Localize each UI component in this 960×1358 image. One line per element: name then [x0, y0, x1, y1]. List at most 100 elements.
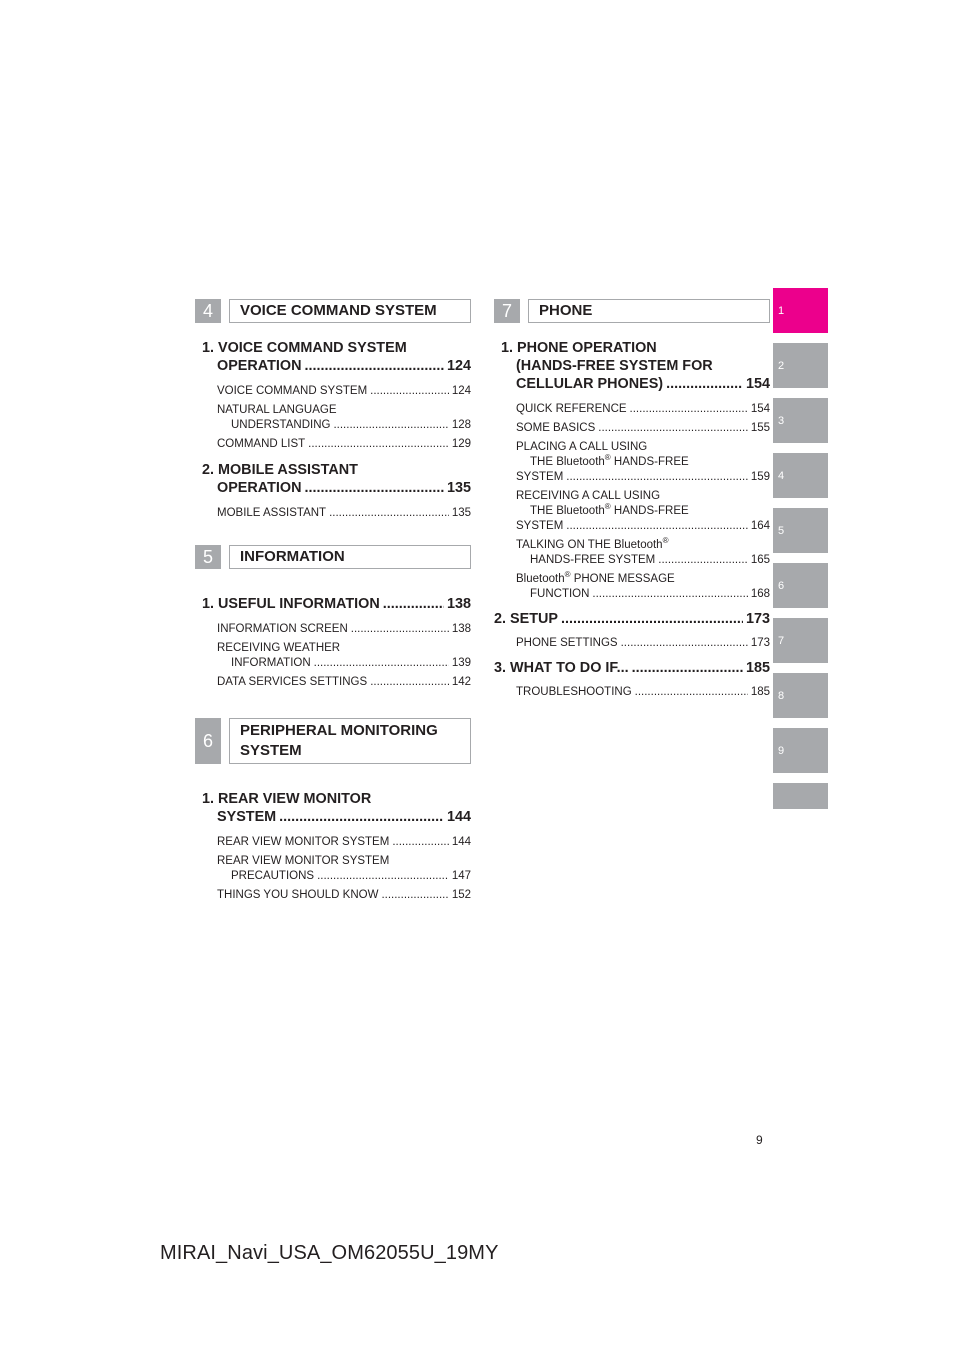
toc-entry[interactable]: NATURAL LANGUAGE UNDERSTANDING 128	[195, 403, 471, 433]
page-ref: 138	[451, 623, 471, 635]
section-title: INFORMATION	[229, 545, 471, 569]
toc-entry[interactable]: TROUBLESHOOTING 185	[494, 685, 770, 700]
toc-entry[interactable]: TALKING ON THE Bluetooth® HANDS-FREE SYS…	[494, 536, 770, 568]
page-ref: 142	[451, 676, 471, 688]
section-number: 5	[195, 545, 221, 569]
chapter-tab-5[interactable]: 5	[773, 508, 828, 553]
toc-entry[interactable]: 3. WHAT TO DO IF... 185	[494, 659, 770, 677]
page-ref: 185	[750, 686, 770, 698]
entry-title: PHONE SETTINGS	[516, 637, 618, 649]
entry-title: PRECAUTIONS	[231, 870, 315, 882]
page-ref: 154	[745, 376, 770, 392]
page-ref: 168	[750, 588, 770, 600]
entry-line: PLACING A CALL USING	[516, 441, 648, 453]
entry-title: QUICK REFERENCE	[516, 403, 627, 415]
section-title: VOICE COMMAND SYSTEM	[229, 299, 471, 323]
toc-entry[interactable]: PLACING A CALL USING THE Bluetooth® HAND…	[494, 440, 770, 485]
toc-entry[interactable]: RECEIVING A CALL USING THE Bluetooth® HA…	[494, 489, 770, 534]
right-column: 7 PHONE 1. PHONE OPERATION (HANDS-FREE S…	[494, 299, 770, 700]
chapter-tab-8[interactable]: 8	[773, 673, 828, 718]
section-6-header: 6 PERIPHERAL MONITORING SYSTEM	[195, 718, 471, 764]
entry-line: RECEIVING A CALL USING	[516, 490, 661, 502]
chapter-tab-6[interactable]: 6	[773, 563, 828, 608]
page-number: 9	[756, 1133, 763, 1147]
page-ref: 159	[750, 471, 770, 483]
entry-title: DATA SERVICES SETTINGS	[217, 676, 368, 688]
page-ref: 124	[446, 358, 471, 374]
page-ref: 154	[750, 403, 770, 415]
page-ref: 128	[451, 419, 471, 431]
page-ref: 144	[446, 809, 471, 825]
toc-entry[interactable]: REAR VIEW MONITOR SYSTEM 144	[195, 835, 471, 850]
toc-entry[interactable]: MOBILE ASSISTANT 135	[195, 506, 471, 521]
left-column: 4 VOICE COMMAND SYSTEM 1. VOICE COMMAND …	[195, 299, 471, 903]
entry-line: 1. VOICE COMMAND SYSTEM	[202, 340, 407, 356]
page-ref: 124	[451, 385, 471, 397]
toc-entry[interactable]: 1. USEFUL INFORMATION 138	[195, 595, 471, 613]
entry-title: 1. USEFUL INFORMATION	[202, 596, 380, 612]
section-title: PHONE	[528, 299, 770, 323]
entry-title: UNDERSTANDING	[231, 419, 331, 431]
chapter-tab-7[interactable]: 7	[773, 618, 828, 663]
entry-title: OPERATION	[217, 480, 302, 496]
entry-title: VOICE COMMAND SYSTEM	[217, 385, 368, 397]
toc-entry[interactable]: 1. REAR VIEW MONITOR SYSTEM 144	[195, 790, 471, 826]
toc-entry[interactable]: COMMAND LIST 129	[195, 437, 471, 452]
chapter-tab-9[interactable]: 9	[773, 728, 828, 773]
page-ref: 155	[750, 422, 770, 434]
toc-entry[interactable]: 2. MOBILE ASSISTANT OPERATION 135	[195, 461, 471, 497]
section-title: PERIPHERAL MONITORING SYSTEM	[229, 718, 471, 764]
toc-entry[interactable]: 2. SETUP 173	[494, 610, 770, 628]
page-ref: 139	[451, 657, 471, 669]
section-5-header: 5 INFORMATION	[195, 545, 471, 569]
section-7-header: 7 PHONE	[494, 299, 770, 323]
toc-entry[interactable]: PHONE SETTINGS 173	[494, 636, 770, 651]
chapter-tab-4[interactable]: 4	[773, 453, 828, 498]
entry-line: REAR VIEW MONITOR SYSTEM	[217, 855, 390, 867]
entry-title: TROUBLESHOOTING	[516, 686, 632, 698]
entry-title: INFORMATION SCREEN	[217, 623, 348, 635]
page-ref: 135	[446, 480, 471, 496]
toc-entry[interactable]: VOICE COMMAND SYSTEM 124	[195, 384, 471, 399]
page-ref: 173	[750, 637, 770, 649]
entry-line: RECEIVING WEATHER	[217, 642, 341, 654]
entry-line: 1. REAR VIEW MONITOR	[202, 791, 372, 807]
entry-line: TALKING ON THE Bluetooth®	[516, 536, 669, 551]
entry-title: REAR VIEW MONITOR SYSTEM	[217, 836, 390, 848]
chapter-tab-2[interactable]: 2	[773, 343, 828, 388]
page-ref: 152	[451, 889, 471, 901]
entry-title: SYSTEM	[516, 471, 564, 483]
entry-title: COMMAND LIST	[217, 438, 306, 450]
entry-line: Bluetooth® PHONE MESSAGE	[516, 570, 675, 585]
section-number: 7	[494, 299, 520, 323]
toc-entry[interactable]: 1. PHONE OPERATION (HANDS-FREE SYSTEM FO…	[494, 339, 770, 393]
toc-entry[interactable]: DATA SERVICES SETTINGS 142	[195, 675, 471, 690]
toc-entry[interactable]: Bluetooth® PHONE MESSAGE FUNCTION 168	[494, 570, 770, 602]
entry-title: INFORMATION	[231, 657, 311, 669]
footer-document-id: MIRAI_Navi_USA_OM62055U_19MY	[160, 1242, 499, 1264]
toc-entry[interactable]: INFORMATION SCREEN 138	[195, 622, 471, 637]
toc-entry[interactable]: QUICK REFERENCE 154	[494, 402, 770, 417]
page-ref: 135	[451, 507, 471, 519]
toc-entry[interactable]: THINGS YOU SHOULD KNOW 152	[195, 888, 471, 903]
page-ref: 165	[750, 554, 770, 566]
chapter-tab-1[interactable]: 1	[773, 288, 828, 333]
toc-entry[interactable]: 1. VOICE COMMAND SYSTEM OPERATION 124	[195, 339, 471, 375]
entry-title: OPERATION	[217, 358, 302, 374]
entry-title: 2. SETUP	[494, 611, 558, 627]
toc-entry[interactable]: REAR VIEW MONITOR SYSTEM PRECAUTIONS 147	[195, 854, 471, 884]
chapter-tab-3[interactable]: 3	[773, 398, 828, 443]
chapter-tab-index[interactable]	[773, 783, 828, 809]
section-number: 4	[195, 299, 221, 323]
page-ref: 173	[745, 611, 770, 627]
toc-entry[interactable]: RECEIVING WEATHER INFORMATION 139	[195, 641, 471, 671]
entry-title: MOBILE ASSISTANT	[217, 507, 327, 519]
toc-entry[interactable]: SOME BASICS 155	[494, 421, 770, 436]
page-ref: 144	[451, 836, 471, 848]
page-ref: 147	[451, 870, 471, 882]
entry-line: (HANDS-FREE SYSTEM FOR	[516, 358, 713, 374]
entry-title: 3. WHAT TO DO IF...	[494, 660, 629, 676]
page-ref: 138	[446, 596, 471, 612]
section-number: 6	[195, 718, 221, 764]
entry-title: THINGS YOU SHOULD KNOW	[217, 889, 379, 901]
